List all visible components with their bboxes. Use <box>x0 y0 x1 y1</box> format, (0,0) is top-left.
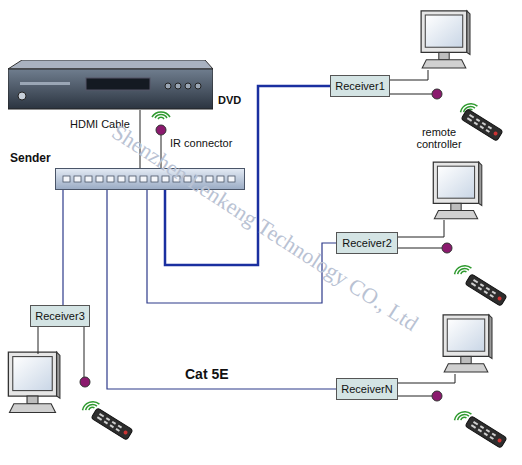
ir-receiver <box>80 89 452 401</box>
node-label: ReceiverN <box>341 383 392 395</box>
node-label: DVD <box>218 94 241 106</box>
node-label: Sender <box>10 151 51 165</box>
receiver-box: ReceiverN <box>336 378 398 400</box>
watermark: Shenzhen Lenkeng Technology CO., Ltd <box>107 119 423 337</box>
receiver-box: Receiver2 <box>336 232 398 254</box>
receiver-box: Receiver1 <box>330 75 390 97</box>
dvd-player-body <box>8 60 213 110</box>
cable-label: Cat 5E <box>185 366 229 382</box>
node-label: Receiver2 <box>342 237 392 249</box>
monitor <box>8 352 60 412</box>
cable-connector <box>62 190 63 305</box>
monitor <box>433 162 482 219</box>
remote-label: remote controller <box>410 126 468 150</box>
av-wire <box>38 70 455 396</box>
connector-label: IR connector <box>170 137 232 149</box>
node-label: Receiver3 <box>35 310 85 322</box>
monitor <box>443 315 492 372</box>
receiver-box: Receiver3 <box>30 305 90 327</box>
cable-connector <box>107 190 336 389</box>
node-label: Receiver1 <box>335 80 385 92</box>
monitor <box>421 11 470 68</box>
remote-controller <box>81 101 507 448</box>
dvd-player: DVD <box>8 60 213 110</box>
